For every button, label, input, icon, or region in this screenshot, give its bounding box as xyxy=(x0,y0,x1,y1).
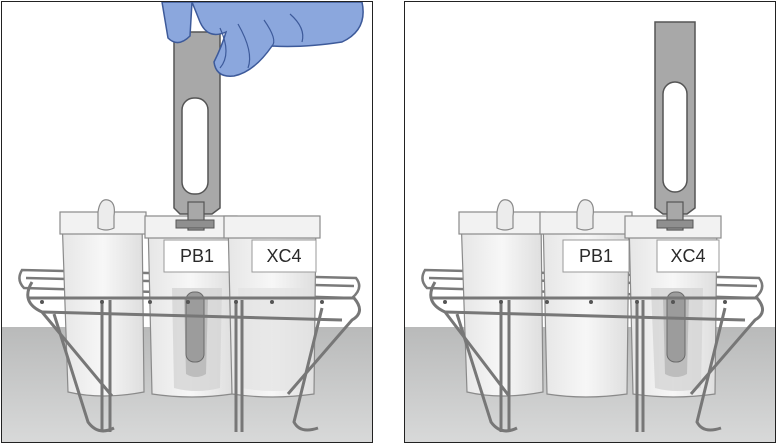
label-xc4: XC4 xyxy=(266,246,301,266)
label-xc4: XC4 xyxy=(670,246,705,266)
label-pb1: PB1 xyxy=(180,246,214,266)
panel-left-drawing: PB1 XC4 xyxy=(2,2,372,442)
panel-right-drawing: PB1 XC4 xyxy=(405,2,775,442)
panel-step-left: PB1 XC4 xyxy=(1,1,373,443)
panel-step-right: PB1 XC4 xyxy=(404,1,776,443)
label-pb1: PB1 xyxy=(579,246,613,266)
